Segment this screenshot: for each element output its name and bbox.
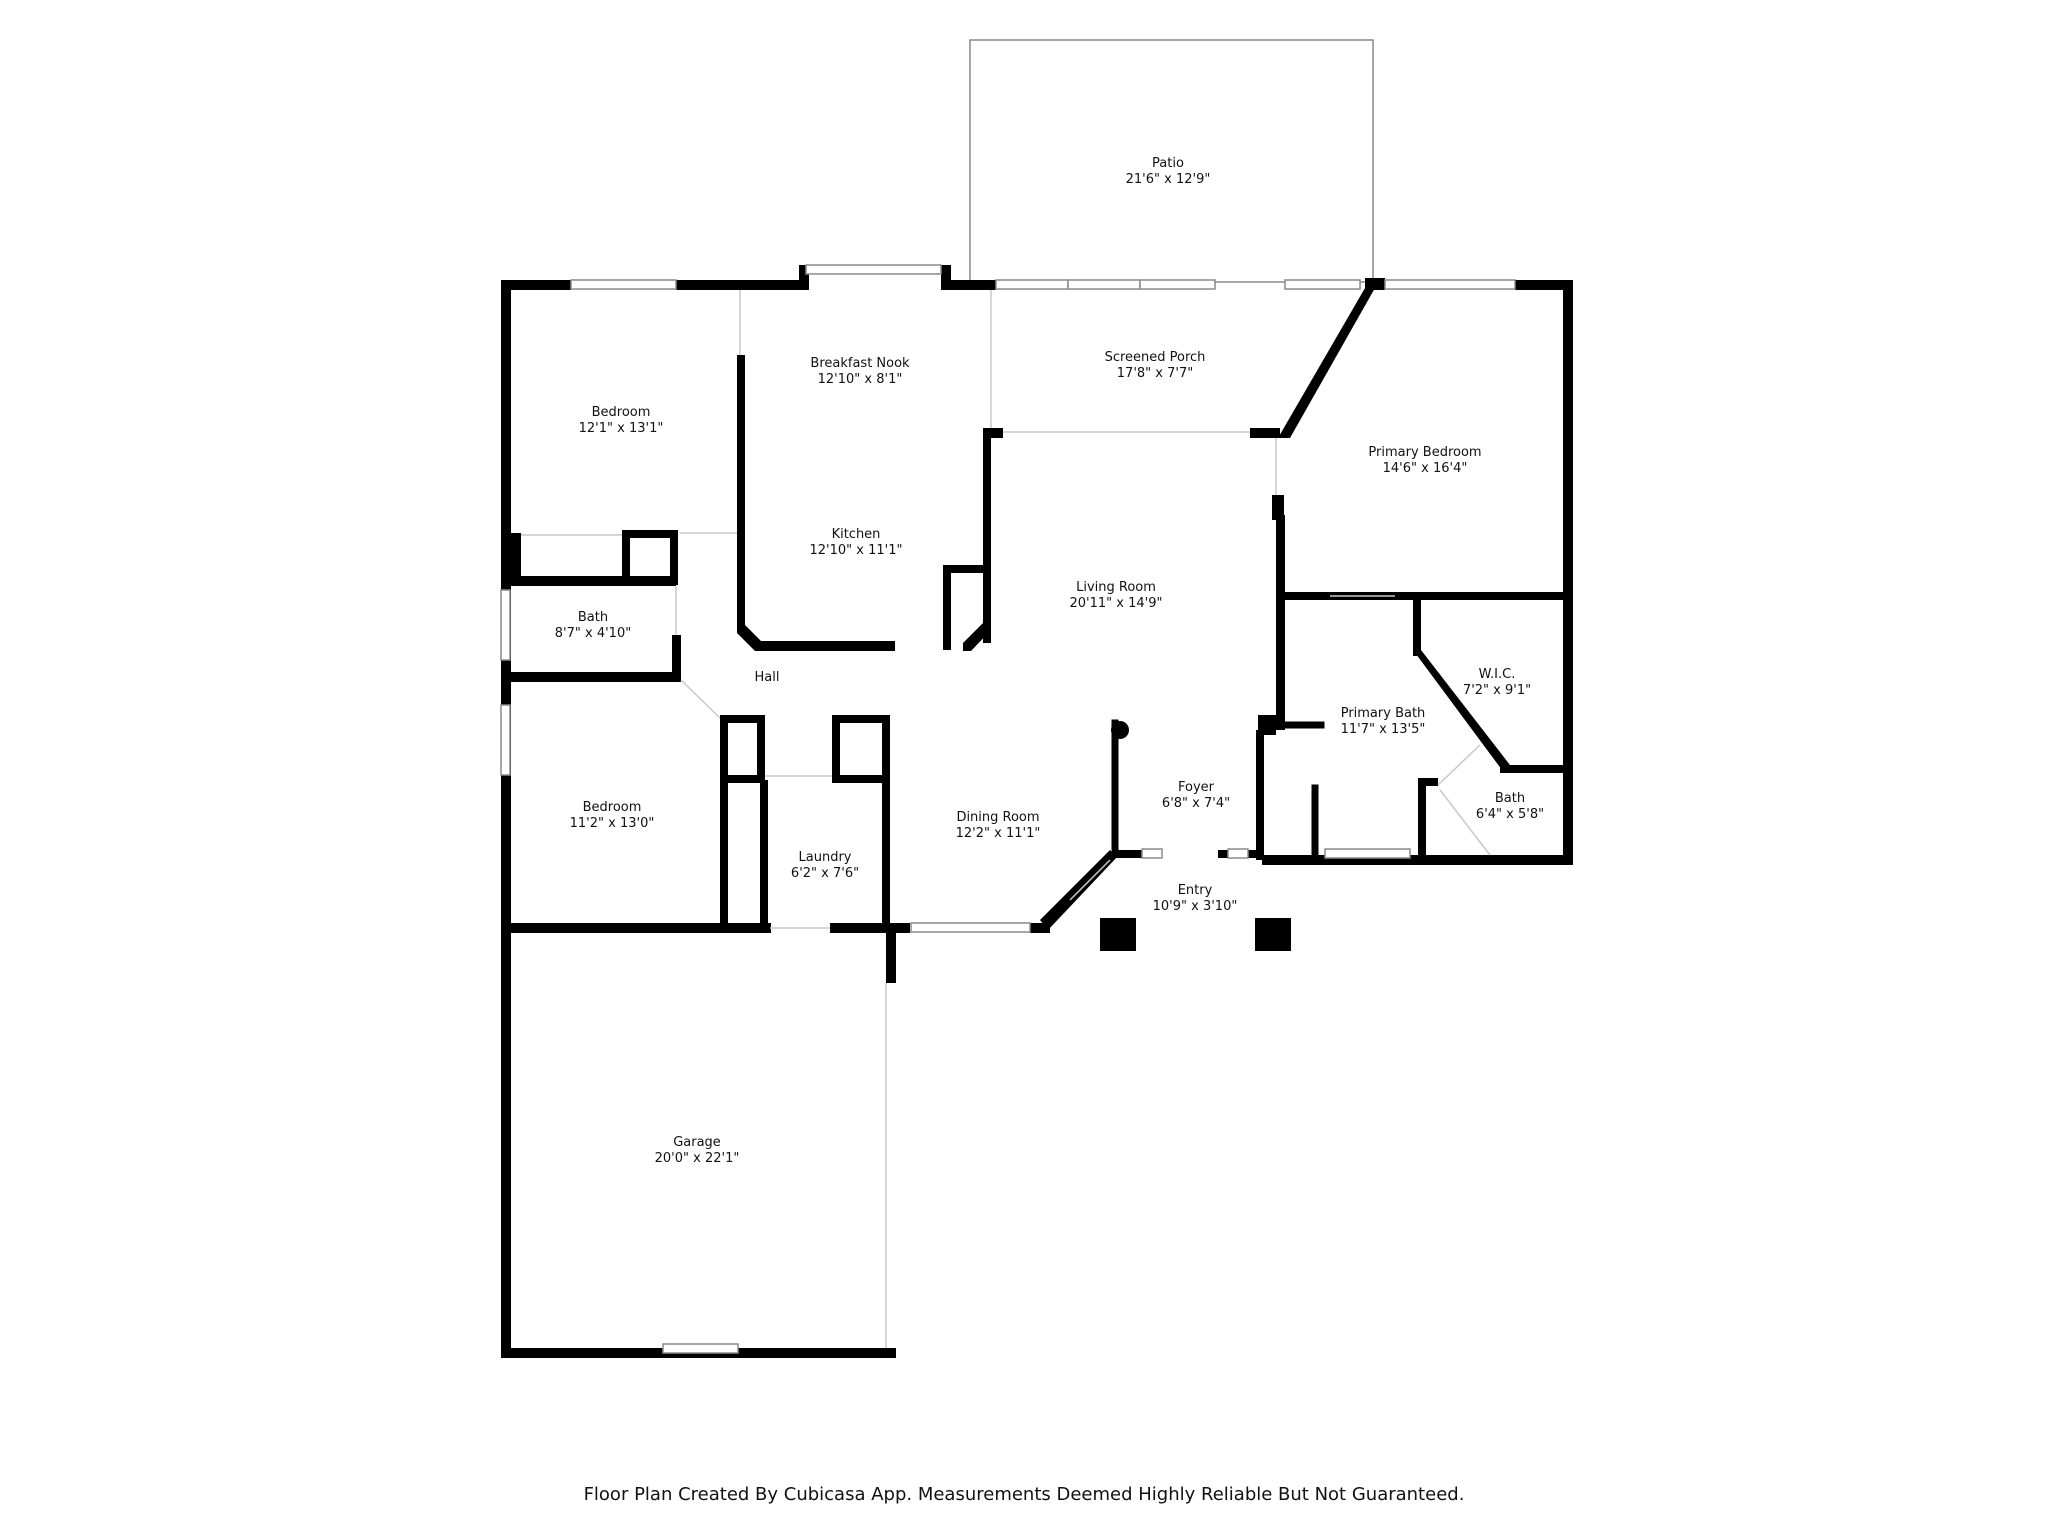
room-label-foyer: Foyer 6'8" x 7'4" (1162, 780, 1230, 811)
screened-porch-name: Screened Porch (1105, 350, 1206, 365)
room-label-laundry: Laundry 6'2" x 7'6" (791, 850, 859, 881)
bath-1-dims: 8'7" x 4'10" (555, 626, 631, 641)
foyer-dims: 6'8" x 7'4" (1162, 796, 1230, 811)
wic-name: W.I.C. (1479, 667, 1516, 682)
garage-name: Garage (673, 1135, 721, 1150)
room-label-wic: W.I.C. 7'2" x 9'1" (1463, 667, 1531, 698)
room-label-primary-bedroom: Primary Bedroom 14'6" x 16'4" (1368, 445, 1481, 476)
garage-dims: 20'0" x 22'1" (655, 1151, 740, 1166)
room-label-bath-1: Bath 8'7" x 4'10" (555, 610, 631, 641)
room-label-hall: Hall (755, 670, 780, 685)
bath-2-name: Bath (1495, 791, 1525, 806)
bath-1-name: Bath (578, 610, 608, 625)
primary-bedroom-dims: 14'6" x 16'4" (1383, 461, 1468, 476)
room-label-living-room: Living Room 20'11" x 14'9" (1070, 580, 1163, 611)
room-label-bedroom-1: Bedroom 12'1" x 13'1" (579, 405, 664, 436)
room-label-screened-porch: Screened Porch 17'8" x 7'7" (1105, 350, 1206, 381)
room-label-garage: Garage 20'0" x 22'1" (655, 1135, 740, 1166)
bath-2-dims: 6'4" x 5'8" (1476, 807, 1544, 822)
room-label-entry: Entry 10'9" x 3'10" (1153, 883, 1238, 914)
laundry-dims: 6'2" x 7'6" (791, 866, 859, 881)
primary-bath-name: Primary Bath (1341, 706, 1426, 721)
room-label-dining-room: Dining Room 12'2" x 11'1" (956, 810, 1041, 841)
bedroom-2-name: Bedroom (583, 800, 642, 815)
wic-dims: 7'2" x 9'1" (1463, 683, 1531, 698)
room-label-kitchen: Kitchen 12'10" x 11'1" (810, 527, 903, 558)
patio-name: Patio (1152, 156, 1184, 171)
bedroom-2-dims: 11'2" x 13'0" (570, 816, 655, 831)
primary-bath-dims: 11'7" x 13'5" (1341, 722, 1426, 737)
primary-bedroom-name: Primary Bedroom (1368, 445, 1481, 460)
windows (500, 264, 1516, 1354)
room-label-bedroom-2: Bedroom 11'2" x 13'0" (570, 800, 655, 831)
living-room-dims: 20'11" x 14'9" (1070, 596, 1163, 611)
dining-room-dims: 12'2" x 11'1" (956, 826, 1041, 841)
laundry-name: Laundry (799, 850, 852, 865)
living-room-name: Living Room (1076, 580, 1156, 595)
hall-name: Hall (755, 670, 780, 685)
foyer-name: Foyer (1178, 780, 1215, 795)
dining-room-name: Dining Room (956, 810, 1039, 825)
breakfast-nook-name: Breakfast Nook (810, 356, 910, 371)
kitchen-name: Kitchen (832, 527, 881, 542)
disclaimer-footer: Floor Plan Created By Cubicasa App. Meas… (583, 1484, 1465, 1505)
screened-porch-dims: 17'8" x 7'7" (1117, 366, 1193, 381)
patio-dims: 21'6" x 12'9" (1126, 172, 1211, 187)
bedroom-1-dims: 12'1" x 13'1" (579, 421, 664, 436)
room-label-bath-2: Bath 6'4" x 5'8" (1476, 791, 1544, 822)
bedroom-1-name: Bedroom (592, 405, 651, 420)
entry-name: Entry (1178, 883, 1213, 898)
room-label-patio: Patio 21'6" x 12'9" (1126, 156, 1211, 187)
room-label-primary-bath: Primary Bath 11'7" x 13'5" (1341, 706, 1426, 737)
room-label-breakfast-nook: Breakfast Nook 12'10" x 8'1" (810, 356, 910, 387)
entry-dims: 10'9" x 3'10" (1153, 899, 1238, 914)
kitchen-dims: 12'10" x 11'1" (810, 543, 903, 558)
breakfast-nook-dims: 12'10" x 8'1" (818, 372, 903, 387)
